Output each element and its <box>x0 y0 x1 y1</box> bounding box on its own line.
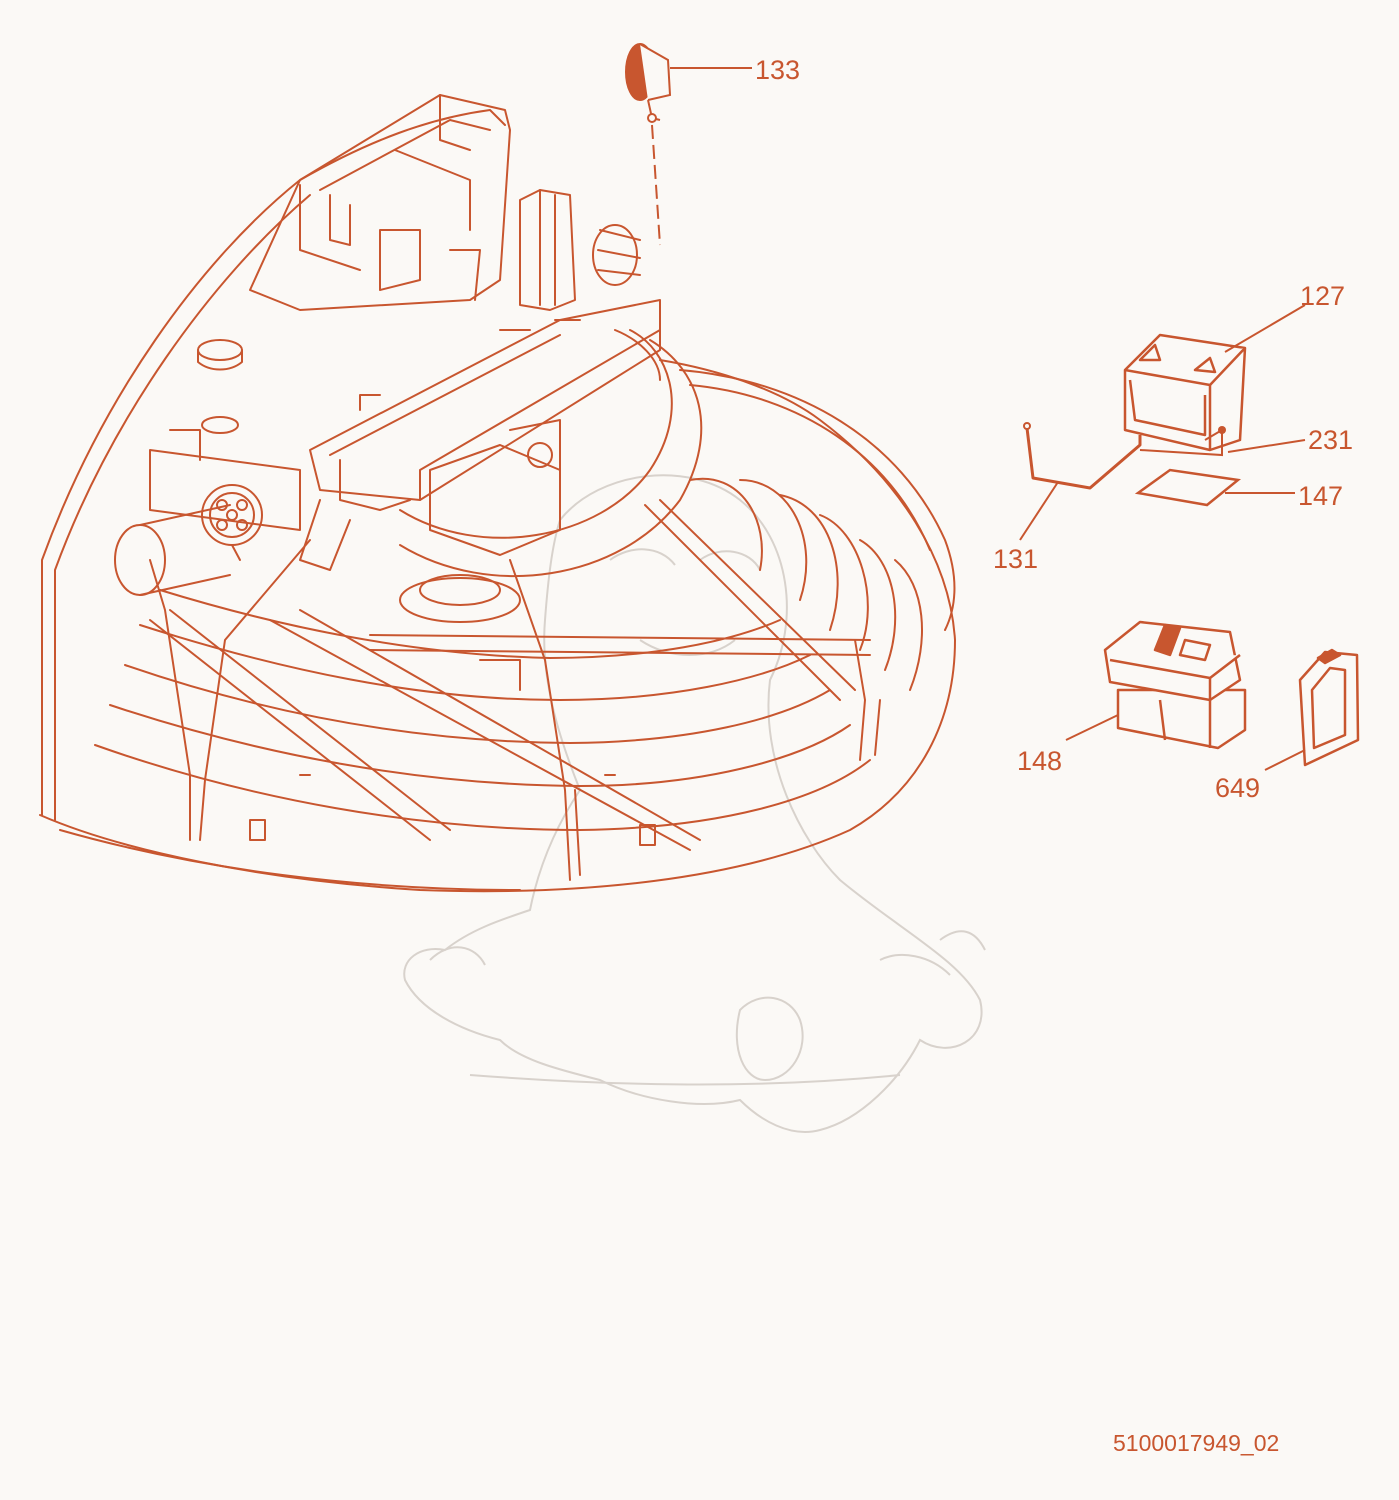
part-133-mount-axis <box>651 124 661 246</box>
part-649-cover <box>1298 648 1360 767</box>
part-133-worklight <box>625 43 672 123</box>
part-231-hold-down <box>1139 428 1223 457</box>
callout-127: 127 <box>1300 281 1345 311</box>
callout-231: 231 <box>1308 425 1353 455</box>
callout-147: 147 <box>1298 481 1343 511</box>
leader-lines <box>670 67 1306 771</box>
part-147-battery-pad <box>1134 468 1242 507</box>
trowel-machine-assembly <box>39 94 956 893</box>
part-148-battery-box <box>1103 620 1247 750</box>
callout-131: 131 <box>993 544 1038 574</box>
dragon-watermark <box>403 474 986 1133</box>
callout-labels: 133 127 231 147 131 148 649 <box>755 55 1353 803</box>
part-131-bracket-rod <box>1025 427 1142 490</box>
part-231-screw <box>1218 426 1226 434</box>
document-number: 5100017949_02 <box>1113 1430 1279 1456</box>
callout-133: 133 <box>755 55 800 85</box>
part-127-battery <box>1123 333 1247 452</box>
callout-649: 649 <box>1215 773 1260 803</box>
callout-148: 148 <box>1017 746 1062 776</box>
